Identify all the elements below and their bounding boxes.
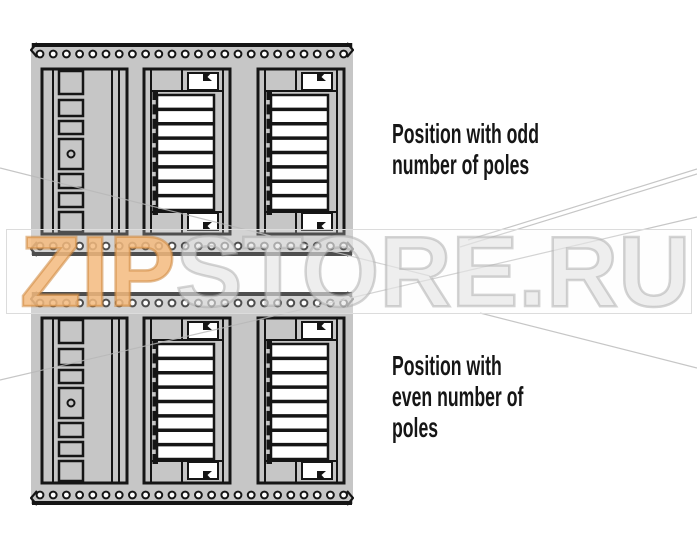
connector-drawing-even-position: [30, 290, 354, 506]
caption-odd-poles: Position with odd number of poles: [392, 118, 539, 180]
caption-even-poles: Position with even number of poles: [392, 350, 523, 443]
caption-line: even number of: [392, 381, 524, 412]
caption-line: number of poles: [392, 149, 530, 180]
caption-line: Position with odd: [392, 118, 539, 149]
caption-line: Position with: [392, 350, 502, 381]
caption-line: poles: [392, 412, 439, 443]
watermark-band-border: [6, 229, 692, 314]
connector-drawing-odd-position: [30, 41, 354, 257]
